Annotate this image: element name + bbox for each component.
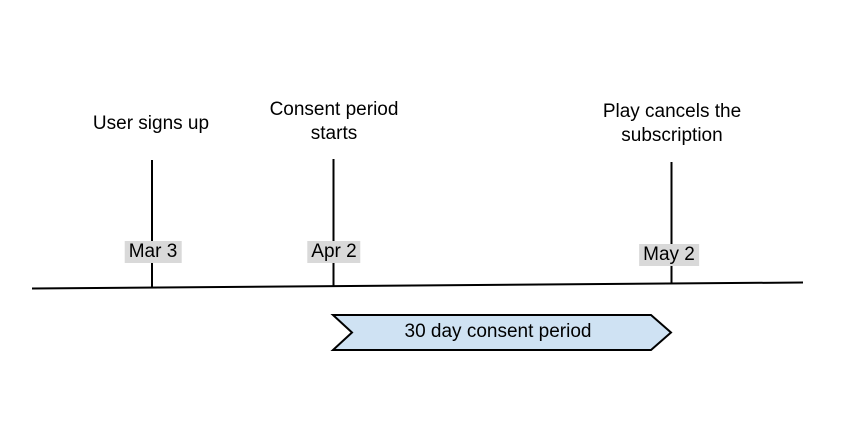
date-badge-may-2: May 2	[639, 244, 699, 266]
consent-period-banner-label: 30 day consent period	[404, 321, 592, 342]
event-label-play-cancels-subscription: Play cancels the subscription	[602, 101, 742, 146]
event-label-consent-period-starts: Consent period starts	[269, 99, 399, 144]
consent-period-banner	[330, 314, 673, 351]
event-label-user-signs-up: User signs up	[92, 113, 210, 134]
date-badge-apr-2: Apr 2	[307, 241, 361, 263]
date-badge-mar-3: Mar 3	[124, 241, 182, 263]
timeline-axis	[31, 281, 804, 290]
